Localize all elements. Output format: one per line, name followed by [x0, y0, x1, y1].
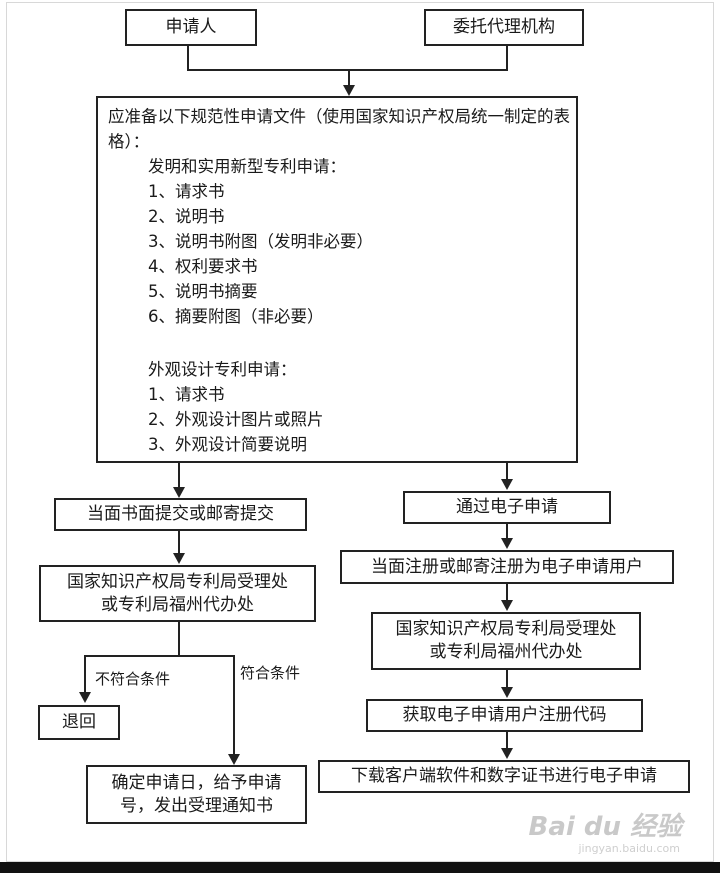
- reject-label: 退回: [62, 712, 96, 733]
- arrow-to-register: [501, 538, 513, 549]
- invention-item: 6、摘要附图（非必要）: [148, 307, 324, 326]
- documents-intro: 应准备以下规范性申请文件（使用国家知识产权局统一制定的表格）：: [108, 107, 570, 151]
- right-office-box: 国家知识产权局专利局受理处 或专利局福州代办处: [371, 612, 641, 670]
- download-label: 下载客户端软件和数字证书进行电子申请: [351, 766, 657, 787]
- right-office-line2: 或专利局福州代办处: [429, 642, 583, 662]
- left-office-box: 国家知识产权局专利局受理处 或专利局福州代办处: [39, 565, 316, 622]
- submit-box: 当面书面提交或邮寄提交: [54, 498, 307, 531]
- connector-agency: [506, 46, 508, 71]
- design-item: 2、外观设计图片或照片: [148, 410, 324, 429]
- register-box: 当面注册或邮寄注册为电子申请用户: [340, 550, 674, 584]
- meet-label: 符合条件: [240, 664, 301, 682]
- arrow-to-right-office: [501, 600, 513, 611]
- left-office-line2: 或专利局福州代办处: [101, 594, 254, 615]
- invention-items: 1、请求书 2、说明书 3、说明书附图（发明非必要） 4、权利要求书 5、说明书…: [148, 179, 373, 329]
- agency-box: 委托代理机构: [424, 9, 584, 46]
- arrow-to-electronic: [501, 479, 513, 490]
- applicant-label: 申请人: [165, 17, 217, 38]
- invention-item: 4、权利要求书: [148, 257, 258, 276]
- design-title: 外观设计专利申请：: [148, 360, 297, 379]
- electronic-label: 通过电子申请: [456, 497, 558, 518]
- invention-group: 发明和实用新型专利申请：: [148, 154, 346, 179]
- code-box: 获取电子申请用户注册代码: [366, 699, 643, 732]
- connector-register-office: [506, 584, 508, 601]
- design-item: 1、请求书: [148, 385, 225, 404]
- invention-item: 1、请求书: [148, 182, 225, 201]
- connector-not-meet-h: [84, 655, 179, 657]
- design-item: 3、外观设计简要说明: [148, 435, 307, 454]
- agency-label: 委托代理机构: [453, 17, 555, 38]
- connector-meet-v: [233, 655, 235, 755]
- not-meet-label: 不符合条件: [95, 670, 171, 688]
- connector-electronic-register: [506, 524, 508, 539]
- download-box: 下载客户端软件和数字证书进行电子申请: [318, 760, 690, 793]
- connector-office-code: [506, 670, 508, 688]
- connector-docs-left: [178, 463, 180, 488]
- register-label: 当面注册或邮寄注册为电子申请用户: [371, 556, 643, 577]
- invention-title: 发明和实用新型专利申请：: [148, 157, 346, 176]
- arrow-to-reject: [79, 692, 91, 703]
- watermark-url: jingyan.baidu.com: [578, 842, 680, 855]
- connector-applicant: [187, 46, 189, 71]
- connector-office-down: [178, 622, 180, 657]
- arrow-to-accept: [228, 754, 240, 765]
- design-group: 外观设计专利申请： 1、请求书 2、外观设计图片或照片 3、外观设计简要说明: [148, 357, 324, 457]
- connector-docs-right: [506, 463, 508, 480]
- bottom-bar: [0, 862, 720, 873]
- code-label: 获取电子申请用户注册代码: [402, 705, 607, 726]
- connector-code-download: [506, 732, 508, 749]
- connector-meet-h: [178, 655, 234, 657]
- submit-label: 当面书面提交或邮寄提交: [87, 504, 274, 525]
- connector-submit-office: [178, 531, 180, 554]
- invention-item: 5、说明书摘要: [148, 282, 258, 301]
- applicant-box: 申请人: [125, 9, 257, 46]
- arrow-to-submit: [173, 487, 185, 498]
- arrow-to-docs: [343, 85, 355, 96]
- connector-down-docs: [348, 69, 350, 87]
- documents-box: 应准备以下规范性申请文件（使用国家知识产权局统一制定的表格）： 发明和实用新型专…: [96, 96, 578, 463]
- accept-line2: 号，发出受理通知书: [120, 795, 273, 816]
- arrow-to-code: [501, 687, 513, 698]
- arrow-to-download: [501, 748, 513, 759]
- accept-box: 确定申请日，给予申请 号，发出受理通知书: [86, 765, 307, 824]
- electronic-box: 通过电子申请: [403, 491, 611, 524]
- reject-box: 退回: [38, 705, 120, 740]
- invention-item: 3、说明书附图（发明非必要）: [148, 232, 373, 251]
- connector-join: [187, 69, 508, 71]
- right-office-line1: 国家知识产权局专利局受理处: [395, 619, 617, 640]
- arrow-to-left-office: [173, 553, 185, 564]
- accept-line1: 确定申请日，给予申请: [111, 772, 282, 793]
- left-office-line1: 国家知识产权局专利局受理处: [67, 571, 288, 592]
- connector-not-meet-v: [84, 655, 86, 693]
- invention-item: 2、说明书: [148, 207, 225, 226]
- watermark-logo: Bai du 经验: [528, 812, 683, 842]
